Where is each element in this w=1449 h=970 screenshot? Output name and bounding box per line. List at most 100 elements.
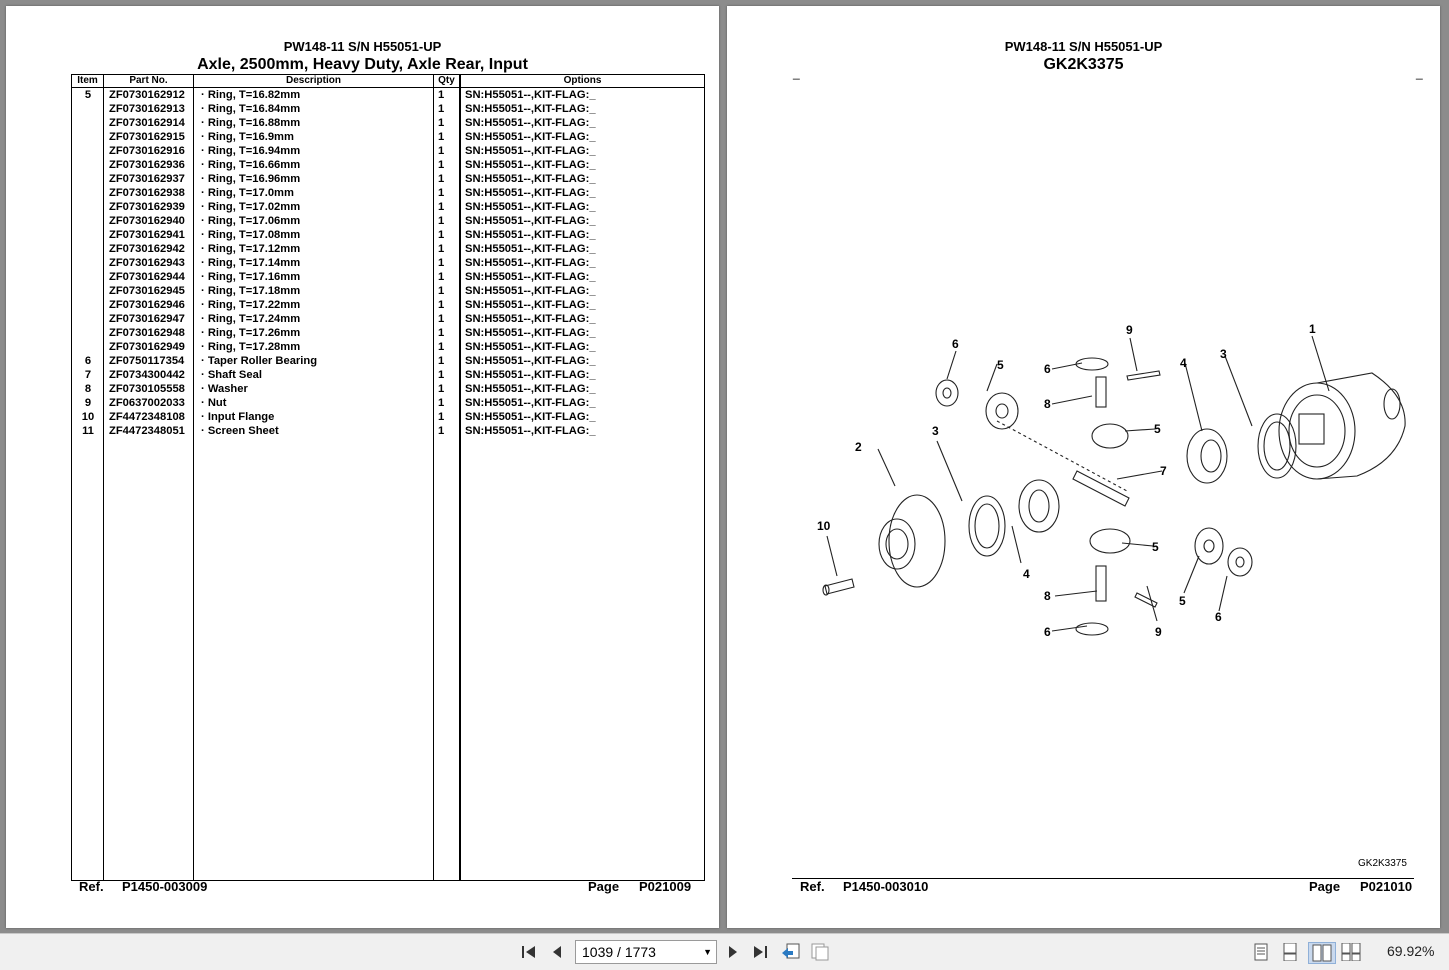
description-cell: · Ring, T=17.14mm [201,257,301,269]
qty-cell: 1 [438,257,445,269]
part-number-cell: ZF0730162948 [109,327,185,339]
callout-label: 2 [855,440,862,454]
left-page: PW148-11 S/N H55051-UP Axle, 2500mm, Hea… [6,6,719,928]
part-number-cell: ZF0730162915 [109,131,185,143]
description-cell: · Ring, T=17.0mm [201,187,294,199]
description-cell: · Ring, T=16.96mm [201,173,301,185]
qty-cell: 1 [438,131,445,143]
item-cell: 8 [84,383,92,395]
ref-value: P1450-003009 [122,879,208,894]
part-number-cell: ZF0730162916 [109,145,185,157]
page-number: P021009 [639,879,692,894]
part-number-cell: ZF0730162943 [109,257,185,269]
callout-label: 7 [1160,464,1167,478]
part-number-cell: ZF0730162938 [109,187,185,199]
item-cell: 5 [84,89,92,101]
part-number-cell: ZF0730162939 [109,201,185,213]
go-forward-icon[interactable] [809,942,831,962]
options-cell: SN:H55051--,KIT-FLAG:_ [465,145,596,157]
first-page-icon[interactable] [519,942,539,962]
chevron-down-icon[interactable]: ▼ [703,947,712,957]
zoom-level[interactable]: 69.92% [1387,943,1435,959]
part-number-cell: ZF0734300442 [109,369,185,381]
item-cell: 9 [84,397,92,409]
options-cell: SN:H55051--,KIT-FLAG:_ [465,173,596,185]
description-cell: · Ring, T=17.18mm [201,285,301,297]
page-title-section: Axle, 2500mm, Heavy Duty, Axle Rear, Inp… [197,56,528,73]
options-cell: SN:H55051--,KIT-FLAG:_ [465,201,596,213]
continuous-icon[interactable] [1280,942,1300,962]
header-tick-right: _ [1416,66,1423,80]
description-cell: · Ring, T=17.12mm [201,243,301,255]
ref-label: Ref. [79,879,104,894]
qty-cell: 1 [438,117,445,129]
page-label: Page [588,879,620,894]
two-page-icon[interactable] [1308,942,1336,964]
options-cell: SN:H55051--,KIT-FLAG:_ [465,89,596,101]
description-cell: · Ring, T=16.94mm [201,145,301,157]
callout-label: 6 [1044,362,1051,376]
options-cell: SN:H55051--,KIT-FLAG:_ [465,355,596,367]
description-cell: · Ring, T=17.08mm [201,229,301,241]
callout-label: 3 [1220,347,1227,361]
go-back-icon[interactable] [780,942,802,962]
callout-label: 8 [1044,589,1051,603]
table-header: Item Part No. Description Qty Options [72,75,704,88]
next-page-icon[interactable] [723,942,743,962]
part-number-cell: ZF0730162942 [109,243,185,255]
col-header-qty: Qty [438,75,455,86]
page-number-input[interactable]: 1039 / 1773 ▼ [575,940,717,964]
footer-rule [792,878,1414,879]
options-cell: SN:H55051--,KIT-FLAG:_ [465,327,596,339]
options-cell: SN:H55051--,KIT-FLAG:_ [465,131,596,143]
page-title-figure: GK2K3375 [1043,56,1124,73]
description-cell: · Ring, T=17.22mm [201,299,301,311]
description-cell: · Ring, T=17.24mm [201,313,301,325]
qty-cell: 1 [438,243,445,255]
options-cell: SN:H55051--,KIT-FLAG:_ [465,299,596,311]
qty-cell: 1 [438,271,445,283]
callout-label: 6 [1044,625,1051,639]
prev-page-icon[interactable] [547,942,567,962]
last-page-icon[interactable] [750,942,770,962]
part-number-cell: ZF0730162949 [109,341,185,353]
part-number-cell: ZF0730162940 [109,215,185,227]
options-cell: SN:H55051--,KIT-FLAG:_ [465,341,596,353]
description-cell: · Ring, T=17.26mm [201,327,301,339]
two-page-continuous-icon[interactable] [1340,942,1362,962]
description-cell: · Input Flange [201,411,275,423]
callout-label: 9 [1126,323,1133,337]
description-cell: · Ring, T=16.84mm [201,103,301,115]
document-viewport[interactable]: PW148-11 S/N H55051-UP Axle, 2500mm, Hea… [0,0,1449,933]
options-cell: SN:H55051--,KIT-FLAG:_ [465,243,596,255]
single-page-icon[interactable] [1251,942,1271,962]
description-cell: · Ring, T=16.82mm [201,89,301,101]
description-cell: · Screen Sheet [201,425,279,437]
qty-cell: 1 [438,383,445,395]
qty-cell: 1 [438,187,445,199]
qty-cell: 1 [438,89,445,101]
options-cell: SN:H55051--,KIT-FLAG:_ [465,383,596,395]
qty-cell: 1 [438,173,445,185]
options-cell: SN:H55051--,KIT-FLAG:_ [465,159,596,171]
part-number-cell: ZF0730105558 [109,383,185,395]
callout-label: 5 [997,358,1004,372]
qty-cell: 1 [438,299,445,311]
options-cell: SN:H55051--,KIT-FLAG:_ [465,257,596,269]
